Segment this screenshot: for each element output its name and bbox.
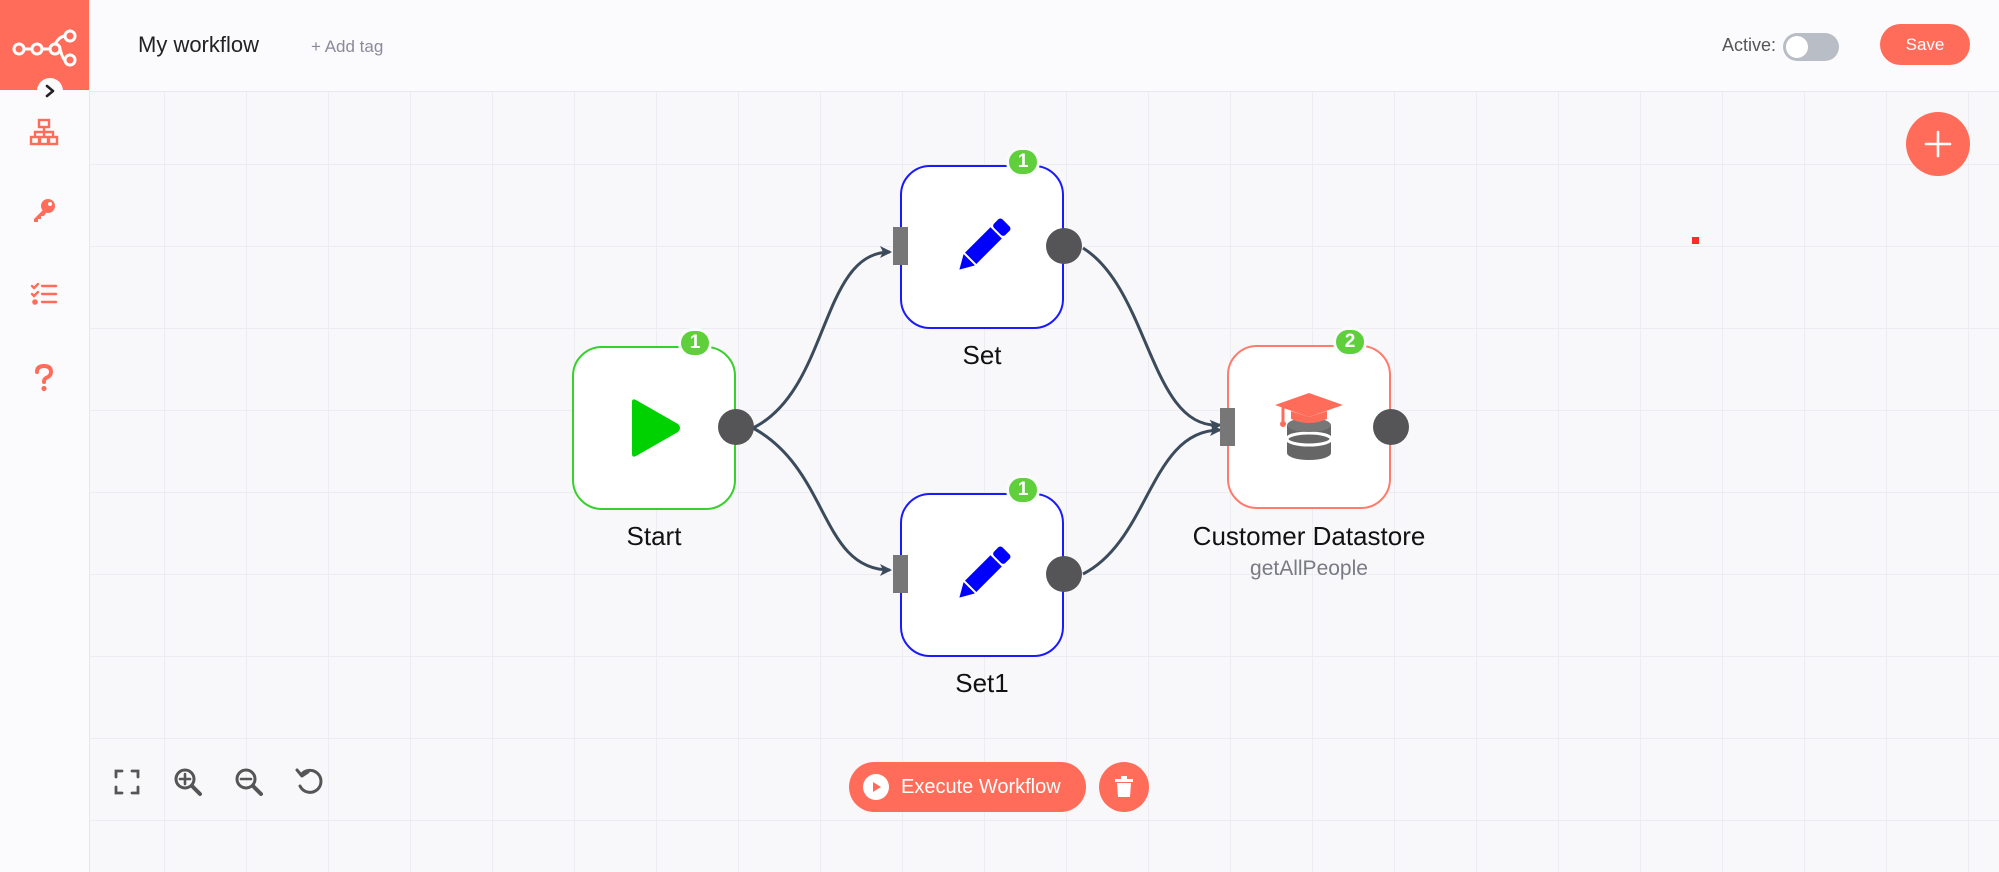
zoom-in-icon	[174, 768, 202, 796]
trash-icon	[1115, 776, 1133, 797]
pencil-icon	[959, 546, 1011, 598]
reset-zoom-icon	[295, 768, 323, 794]
sidebar	[0, 0, 90, 872]
network-icon	[29, 118, 59, 146]
zoom-out-icon	[235, 768, 263, 796]
pencil-icon	[959, 218, 1011, 270]
question-icon	[35, 364, 54, 392]
datastore-icon	[1275, 393, 1343, 460]
node-customer-datastore[interactable]: 2	[1227, 327, 1391, 509]
execute-workflow-label: Execute Workflow	[901, 775, 1061, 798]
plus-icon	[1924, 130, 1952, 158]
add-node-button[interactable]	[1906, 112, 1970, 176]
node-label-set: Set	[962, 340, 1002, 370]
n8n-logo-icon	[12, 29, 77, 67]
toggle-knob	[1786, 36, 1808, 58]
node-label-start: Start	[626, 521, 682, 551]
output-endpoint-start[interactable]	[718, 409, 754, 445]
key-icon	[34, 199, 55, 222]
input-endpoint-set[interactable]	[893, 227, 908, 265]
node-set1[interactable]: 1	[900, 475, 1064, 657]
active-toggle[interactable]	[1783, 33, 1839, 61]
execution-count-badge: 2	[1333, 327, 1367, 357]
add-tag-link[interactable]: + Add tag	[311, 37, 384, 56]
sidebar-item-executions[interactable]	[26, 276, 62, 312]
execution-count-badge: 1	[678, 328, 712, 358]
input-endpoint-set1[interactable]	[893, 555, 908, 593]
reset-zoom-button[interactable]	[290, 762, 330, 802]
zoom-out-button[interactable]	[229, 762, 269, 802]
save-button[interactable]: Save	[1880, 24, 1970, 65]
output-endpoint-customer-datastore[interactable]	[1373, 409, 1409, 445]
output-endpoint-set1[interactable]	[1046, 556, 1082, 592]
node-subtitle-customer-datastore: getAllPeople	[1250, 557, 1368, 580]
clear-execution-button[interactable]	[1099, 762, 1149, 812]
node-label-set1: Set1	[955, 668, 1009, 698]
node-start[interactable]: 1	[572, 328, 736, 510]
fullscreen-icon	[114, 769, 140, 795]
task-list-icon	[30, 282, 58, 305]
sidebar-item-workflows[interactable]	[26, 114, 62, 150]
execution-count-badge: 1	[1006, 475, 1040, 505]
workflow-canvas[interactable]	[90, 92, 1999, 872]
chevron-right-icon	[45, 84, 55, 98]
logo[interactable]	[0, 0, 89, 90]
workflow-name[interactable]: My workflow	[138, 32, 260, 57]
execute-workflow-button[interactable]: Execute Workflow	[849, 762, 1086, 812]
output-endpoint-set[interactable]	[1046, 228, 1082, 264]
play-icon	[632, 399, 680, 457]
node-label-customer-datastore: Customer Datastore	[1192, 521, 1426, 551]
execution-count-badge: 1	[1006, 147, 1040, 177]
sidebar-item-credentials[interactable]	[26, 192, 62, 228]
active-label: Active:	[1722, 35, 1777, 55]
canvas-marker	[1692, 237, 1699, 244]
play-circle-icon	[863, 774, 889, 800]
node-set[interactable]: 1	[900, 147, 1064, 329]
sidebar-item-help[interactable]	[26, 360, 62, 396]
header: My workflow + Add tag Active: Save	[90, 0, 1999, 92]
fullscreen-button[interactable]	[107, 762, 147, 802]
zoom-in-button[interactable]	[168, 762, 208, 802]
input-endpoint-customer-datastore[interactable]	[1220, 408, 1235, 446]
expand-sidebar-button[interactable]	[37, 78, 63, 104]
